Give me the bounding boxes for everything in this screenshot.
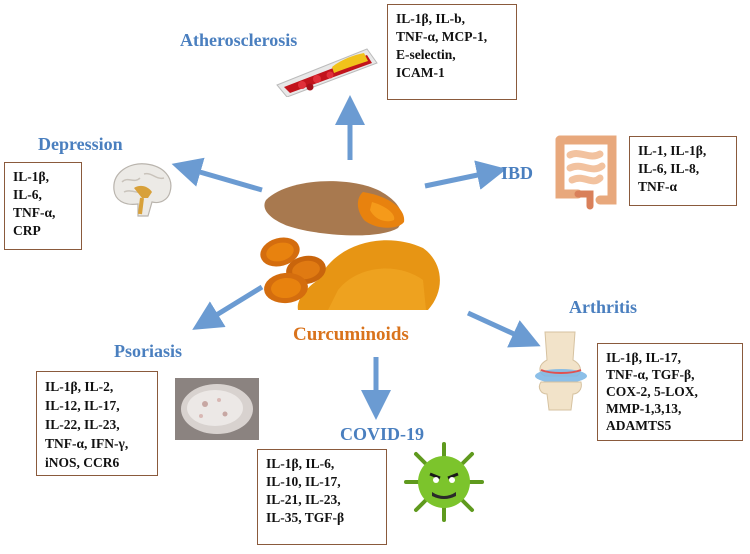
marker-line: ICAM-1: [396, 65, 445, 80]
arthritis-markers-box: IL-1β, IL-17, TNF-α, TGF-β, COX-2, 5-LOX…: [597, 343, 743, 441]
turmeric-icon: [260, 181, 440, 310]
arrow-to-ibd: [424, 160, 507, 190]
marker-line: IL-12, IL-17,: [45, 398, 120, 413]
marker-line: CRP: [13, 223, 41, 238]
marker-line: COX-2, 5-LOX,: [606, 384, 698, 399]
brain-icon: [113, 163, 172, 217]
psoriasis-label: Psoriasis: [114, 341, 183, 361]
marker-line: IL-1β, IL-2,: [45, 379, 114, 394]
marker-line: IL-6,: [13, 187, 42, 202]
atherosclerosis-markers-box: IL-1β, IL-b, TNF-α, MCP-1, E-selectin, I…: [387, 4, 517, 100]
marker-line: TNF-α, IFN-γ,: [45, 436, 129, 451]
marker-line: IL-1, IL-1β,: [638, 143, 707, 158]
arthritis-label: Arthritis: [569, 297, 637, 317]
marker-line: TNF-α,: [13, 205, 56, 220]
skin-icon: [175, 378, 259, 440]
marker-line: IL-35, TGF-β: [266, 510, 345, 525]
marker-line: TNF-α, MCP-1,: [396, 29, 488, 44]
marker-line: IL-6, IL-8,: [638, 161, 700, 176]
depression-label: Depression: [38, 134, 123, 154]
marker-line: IL-1β, IL-17,: [606, 350, 681, 365]
arrow-to-psoriasis: [192, 284, 264, 330]
arrow-to-arthritis: [466, 310, 541, 348]
ibd-markers-box: IL-1, IL-1β, IL-6, IL-8, TNF-α: [629, 136, 737, 206]
atherosclerosis-label: Atherosclerosis: [180, 30, 298, 50]
covid19-label: COVID-19: [340, 424, 424, 444]
psoriasis-markers-box: IL-1β, IL-2, IL-12, IL-17, IL-22, IL-23,…: [36, 371, 158, 476]
curcuminoids-label: Curcuminoids: [293, 324, 409, 345]
marker-line: IL-21, IL-23,: [266, 492, 341, 507]
marker-line: ADAMTS5: [606, 418, 672, 433]
marker-line: TNF-α, TGF-β,: [606, 367, 695, 382]
depression-markers-box: IL-1β, IL-6, TNF-α, CRP: [4, 162, 82, 250]
arrow-to-depression: [171, 157, 263, 193]
virus-icon: [404, 442, 484, 522]
marker-line: TNF-α: [638, 179, 678, 194]
marker-line: IL-10, IL-17,: [266, 474, 341, 489]
marker-line: MMP-1,3,13,: [606, 401, 682, 416]
covid19-markers-box: IL-1β, IL-6, IL-10, IL-17, IL-21, IL-23,…: [257, 449, 387, 545]
knee-joint-icon: [535, 331, 587, 411]
marker-line: IL-1β, IL-6,: [266, 456, 335, 471]
marker-line: E-selectin,: [396, 47, 456, 62]
ibd-label: IBD: [501, 163, 534, 183]
marker-line: IL-1β,: [13, 169, 49, 184]
intestine-icon: [555, 135, 617, 210]
marker-line: IL-1β, IL-b,: [396, 11, 466, 26]
artery-icon: [276, 48, 378, 97]
marker-line: iNOS, CCR6: [45, 455, 120, 470]
marker-line: IL-22, IL-23,: [45, 417, 120, 432]
